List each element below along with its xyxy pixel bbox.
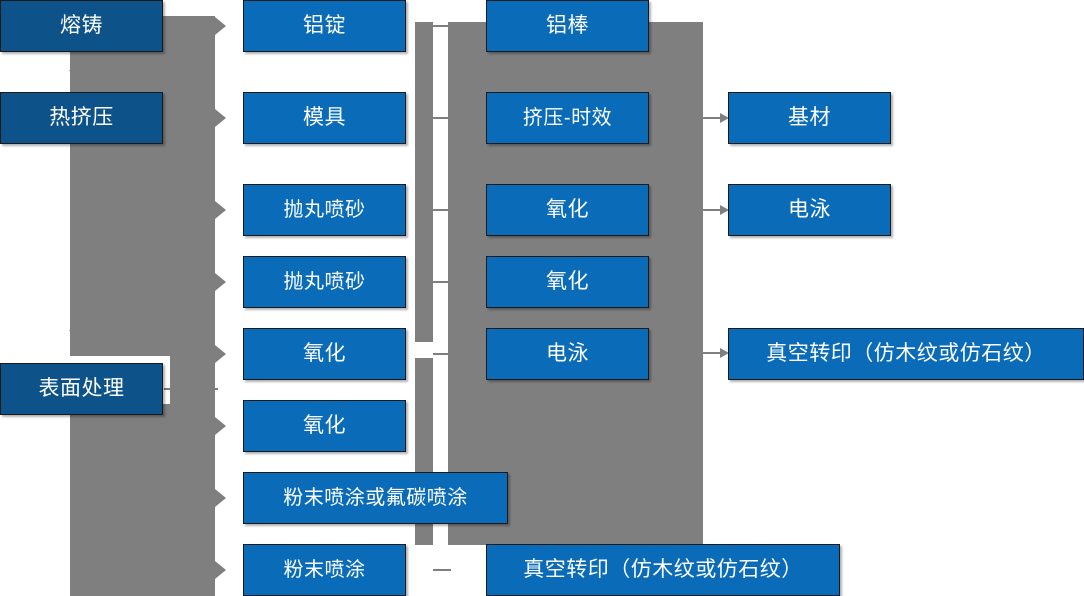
node-melt-cast-label: 熔铸 (60, 14, 103, 38)
node-aluminum-bar-label: 铝棒 (546, 14, 589, 38)
node-oxidation-1[interactable]: 氧化 (243, 328, 406, 380)
node-shot-blasting-2-label: 抛丸喷砂 (283, 271, 366, 293)
node-oxidation-3-label: 氧化 (546, 198, 589, 222)
node-shot-blasting-2[interactable]: 抛丸喷砂 (243, 256, 406, 308)
node-electrophoresis-2[interactable]: 电泳 (728, 184, 891, 236)
node-extrusion-aging-label: 挤压-时效 (522, 107, 613, 129)
prong-to-shot-blasting-2 (215, 273, 226, 291)
node-electrophoresis-1[interactable]: 电泳 (486, 328, 649, 380)
surface-treatment-stub (164, 388, 218, 390)
node-extrusion-aging[interactable]: 挤压-时效 (486, 92, 649, 144)
node-oxidation-1-label: 氧化 (303, 342, 346, 366)
node-vacuum-transfer-1-label: 真空转印（仿木纹或仿石纹） (523, 558, 803, 582)
node-hot-extrusion[interactable]: 热挤压 (0, 92, 163, 144)
node-base-material[interactable]: 基材 (728, 92, 891, 144)
node-oxidation-4-label: 氧化 (546, 270, 589, 294)
prong-to-shot-blasting-1 (215, 201, 226, 219)
node-melt-cast[interactable]: 熔铸 (0, 0, 163, 52)
node-vacuum-transfer-1[interactable]: 真空转印（仿木纹或仿石纹） (486, 544, 840, 596)
node-shot-blasting-1-label: 抛丸喷砂 (283, 199, 366, 221)
arrow-to-electrophoresis-2 (703, 205, 729, 215)
bracket-tick-5 (433, 353, 451, 355)
node-electrophoresis-1-label: 电泳 (546, 342, 589, 366)
prong-to-mould (215, 109, 226, 127)
node-oxidation-3[interactable]: 氧化 (486, 184, 649, 236)
stage-down-arrow-icon (69, 70, 87, 80)
node-oxidation-2[interactable]: 氧化 (243, 400, 406, 452)
node-mould[interactable]: 模具 (243, 92, 406, 144)
bracket-tick-4 (433, 281, 451, 283)
node-vacuum-transfer-2-label: 真空转印（仿木纹或仿石纹） (766, 342, 1046, 366)
prong-to-powder-or-pvdf (215, 489, 226, 507)
node-electrophoresis-2-label: 电泳 (788, 198, 831, 222)
node-shot-blasting-1[interactable]: 抛丸喷砂 (243, 184, 406, 236)
node-vacuum-transfer-2[interactable]: 真空转印（仿木纹或仿石纹） (728, 328, 1084, 380)
arrow-to-vacuum-transfer-2 (703, 348, 729, 358)
bracket-tick-2 (433, 117, 451, 119)
connector-bracket-upper (415, 22, 433, 342)
prong-to-powder-coating (215, 561, 226, 579)
prong-to-aluminum-ingot (215, 17, 226, 35)
bracket-tick-3 (433, 209, 451, 211)
node-mould-label: 模具 (303, 106, 346, 130)
node-aluminum-ingot-label: 铝锭 (303, 14, 346, 38)
arrow-to-base-material (703, 113, 729, 123)
node-powder-or-pvdf-coating-label: 粉末喷涂或氟碳喷涂 (283, 487, 468, 509)
node-powder-coating[interactable]: 粉末喷涂 (243, 544, 406, 596)
prong-to-oxidation-1 (215, 345, 226, 363)
node-aluminum-ingot[interactable]: 铝锭 (243, 0, 406, 52)
node-aluminum-bar[interactable]: 铝棒 (486, 0, 649, 52)
bracket-tick-1 (433, 25, 451, 27)
node-surface-treatment-label: 表面处理 (38, 377, 125, 401)
node-oxidation-4[interactable]: 氧化 (486, 256, 649, 308)
prong-to-oxidation-2 (215, 417, 226, 435)
bracket-tick-6 (433, 569, 451, 571)
node-base-material-label: 基材 (788, 106, 831, 130)
node-surface-treatment[interactable]: 表面处理 (0, 363, 163, 415)
node-hot-extrusion-label: 热挤压 (49, 106, 114, 130)
stage-down-arrow-2-icon (69, 330, 87, 340)
node-powder-coating-label: 粉末喷涂 (283, 559, 366, 581)
node-oxidation-2-label: 氧化 (303, 414, 346, 438)
node-powder-or-pvdf-coating[interactable]: 粉末喷涂或氟碳喷涂 (243, 472, 508, 524)
